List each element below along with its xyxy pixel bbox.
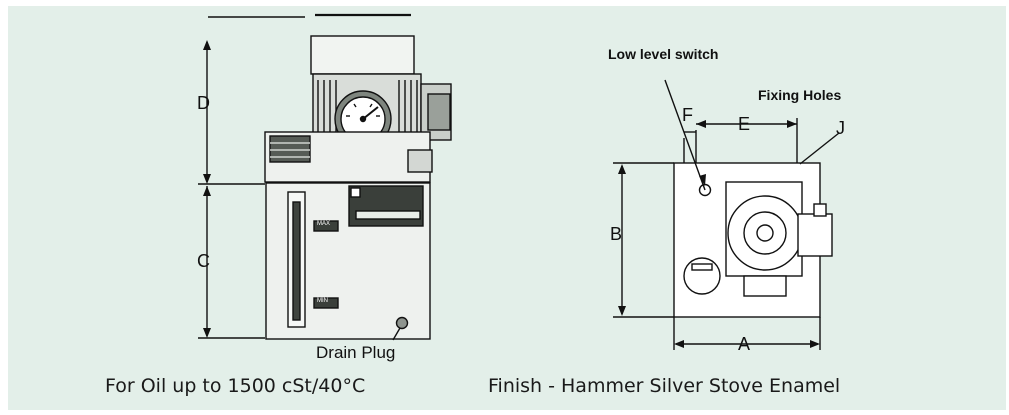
- drain-plug-label: Drain Plug: [316, 343, 396, 362]
- dimension-c-label: C: [197, 251, 210, 271]
- dimension-e-label: E: [738, 114, 751, 134]
- low-level-switch-leader: [664, 79, 706, 191]
- dimension-f: [683, 130, 697, 163]
- dimension-e: [696, 118, 798, 163]
- dimension-c: [198, 186, 265, 339]
- dimension-b: [613, 162, 674, 318]
- diagram-panel: MAX MIN D C Drain Plug Low level switch …: [8, 6, 1006, 410]
- low-level-switch-label: Low level switch: [608, 46, 719, 62]
- min-plate: [313, 297, 339, 309]
- dimension-d-label: D: [197, 93, 210, 113]
- max-plate: [313, 220, 339, 232]
- fixing-holes-label: Fixing Holes: [758, 87, 842, 103]
- dimension-j-label: J: [836, 118, 845, 138]
- max-plate-label: MAX: [317, 221, 331, 227]
- oil-caption: For Oil up to 1500 cSt/40°C: [105, 375, 366, 397]
- dimension-a: [673, 317, 821, 350]
- drain-plug-icon: [395, 316, 409, 330]
- dimension-j-leader: [799, 132, 840, 165]
- dimension-d: [198, 40, 265, 185]
- dimension-b-label: B: [610, 224, 623, 244]
- finish-caption: Finish - Hammer Silver Stove Enamel: [488, 375, 841, 397]
- dimension-a-label: A: [738, 334, 751, 354]
- technical-drawing: [198, 13, 840, 350]
- drain-plug-leader: [392, 327, 401, 341]
- min-plate-label: MIN: [317, 298, 328, 304]
- dimension-f-label: F: [682, 105, 693, 125]
